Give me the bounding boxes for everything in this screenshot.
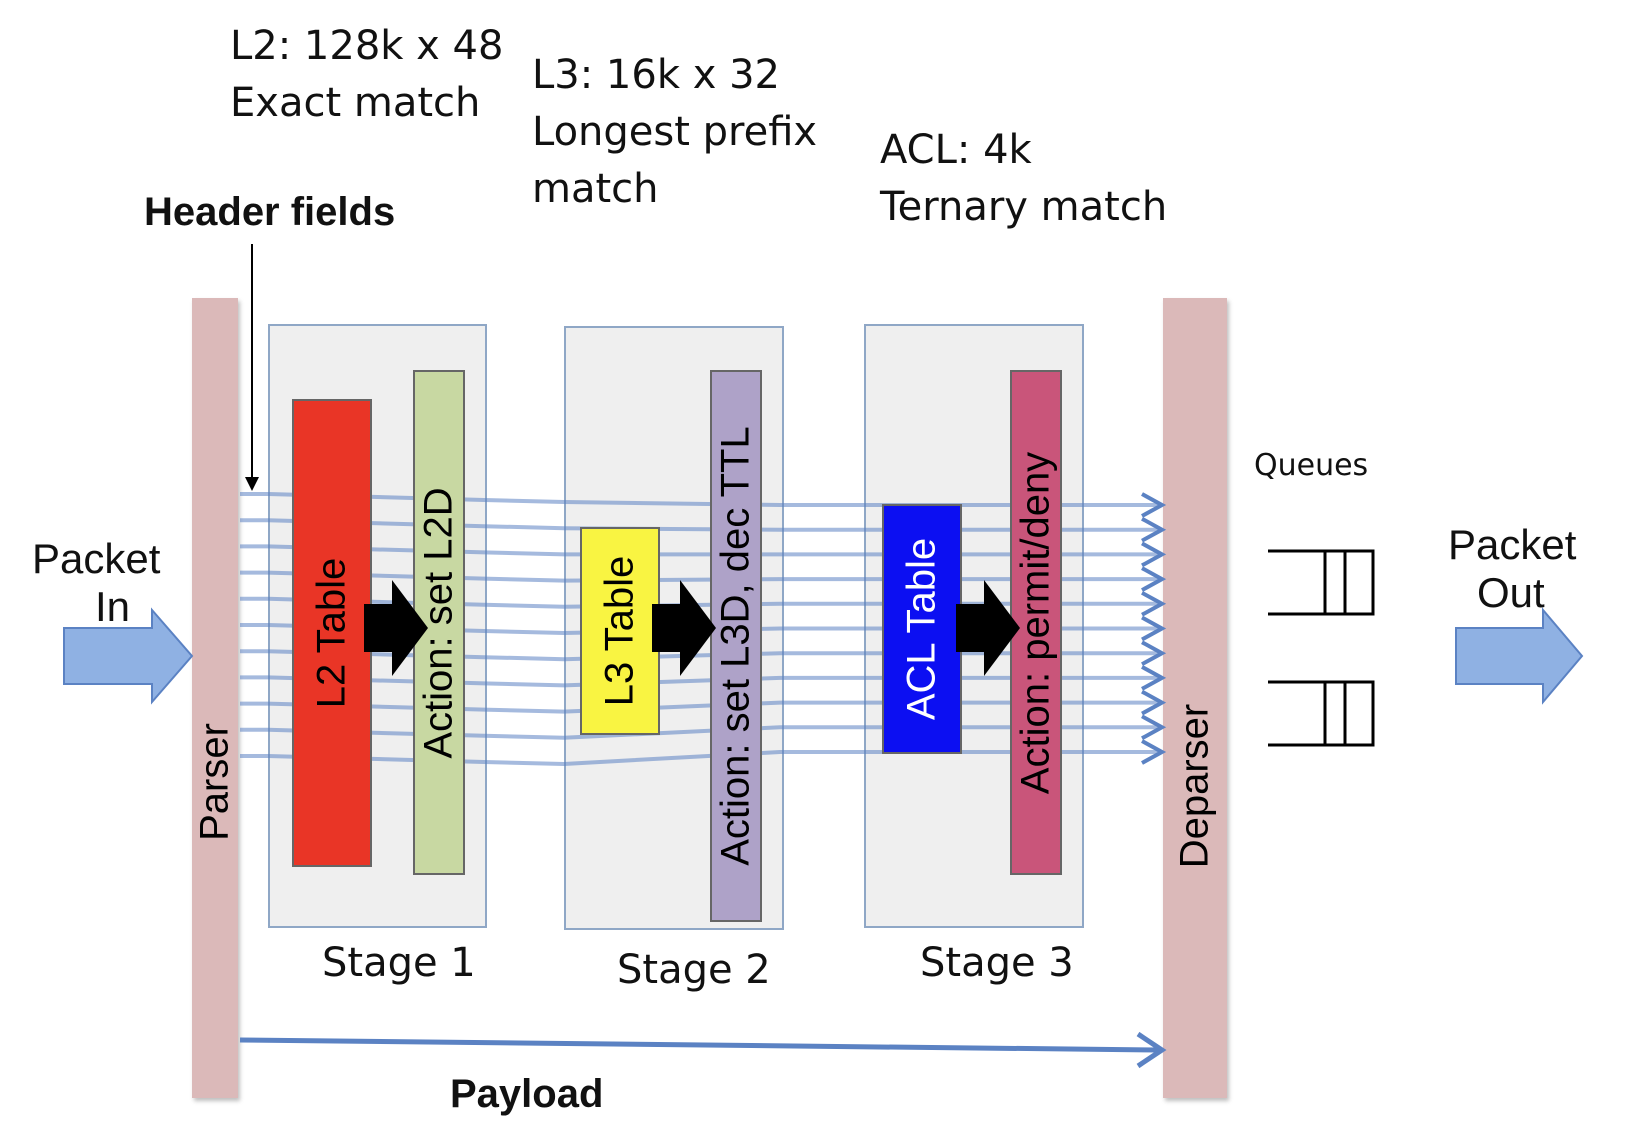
header-field-line: [240, 649, 1160, 662]
stage-2-label: Stage 2: [617, 947, 771, 993]
packet-in-label-line2: In: [95, 583, 131, 630]
l2-table-label: L2 Table: [309, 557, 354, 709]
l3-action-label: Action: set L3D, dec TTL: [713, 426, 758, 866]
l2-capacity-label: L2: 128k x 48: [230, 23, 504, 69]
header-field-arrowhead: [1141, 665, 1167, 691]
header-field-arrowhead: [1141, 689, 1167, 716]
packet-out-label-line1: Packet: [1448, 521, 1577, 568]
l3-table-label: L3 Table: [597, 555, 642, 707]
header-field-arrowhead: [1141, 541, 1167, 568]
l3-capacity-label: L3: 16k x 32: [532, 52, 780, 98]
header-field-line: [240, 596, 1160, 609]
header-field-arrowhead: [1141, 615, 1167, 642]
payload-label: Payload: [450, 1072, 604, 1116]
packet-out-label-line2: Out: [1477, 569, 1545, 616]
l3-action: Action: set L3D, dec TTL: [710, 370, 762, 922]
header-fields-label: Header fields: [144, 190, 396, 234]
queues-label: Queues: [1254, 448, 1369, 483]
acl-table-label: ACL Table: [899, 537, 944, 721]
l2-action: Action: set L2D: [413, 370, 465, 875]
header-field-line: [240, 518, 1160, 532]
stage-3-label: Stage 3: [920, 940, 1074, 986]
l2-table: L2 Table: [292, 399, 372, 867]
l3-match-type-label: Longest prefix: [532, 109, 818, 155]
header-field-line: [240, 570, 1160, 583]
header-field-line: [240, 492, 1160, 507]
payload-arrow-head: [1136, 1031, 1167, 1069]
stage-1-label: Stage 1: [322, 940, 476, 986]
acl-capacity-label: ACL: 4k: [880, 127, 1032, 173]
header-field-arrowhead: [1141, 566, 1167, 592]
header-field-arrowhead: [1141, 591, 1167, 617]
header-field-arrowhead: [1141, 714, 1167, 741]
header-field-lines: [240, 492, 1167, 767]
l3-table: L3 Table: [580, 527, 660, 735]
header-field-line: [240, 544, 1160, 557]
acl-action: Action: permit/deny: [1010, 370, 1062, 875]
parser-bar: Parser: [192, 298, 238, 1098]
header-field-arrowhead: [1141, 516, 1167, 543]
payload-arrow-shaft: [239, 1037, 1161, 1053]
header-field-line: [240, 623, 1160, 636]
acl-table: ACL Table: [882, 504, 962, 754]
header-field-arrowhead: [1141, 739, 1167, 765]
header-field-line: [240, 725, 1160, 740]
header-field-arrowhead: [1141, 640, 1167, 666]
header-field-line: [240, 675, 1160, 688]
header-field-line: [240, 700, 1160, 714]
l2-match-type-label: Exact match: [230, 80, 481, 126]
header-field-arrowhead: [1141, 492, 1167, 518]
l3-match-type-label-cont: match: [532, 166, 659, 212]
acl-match-type-label: Ternary match: [880, 184, 1168, 230]
l2-action-label: Action: set L2D: [416, 486, 461, 759]
acl-action-label: Action: permit/deny: [1013, 451, 1058, 794]
header-field-line: [240, 750, 1160, 767]
deparser-bar: Deparser: [1163, 298, 1227, 1098]
packet-in-label-line1: Packet: [32, 535, 161, 582]
